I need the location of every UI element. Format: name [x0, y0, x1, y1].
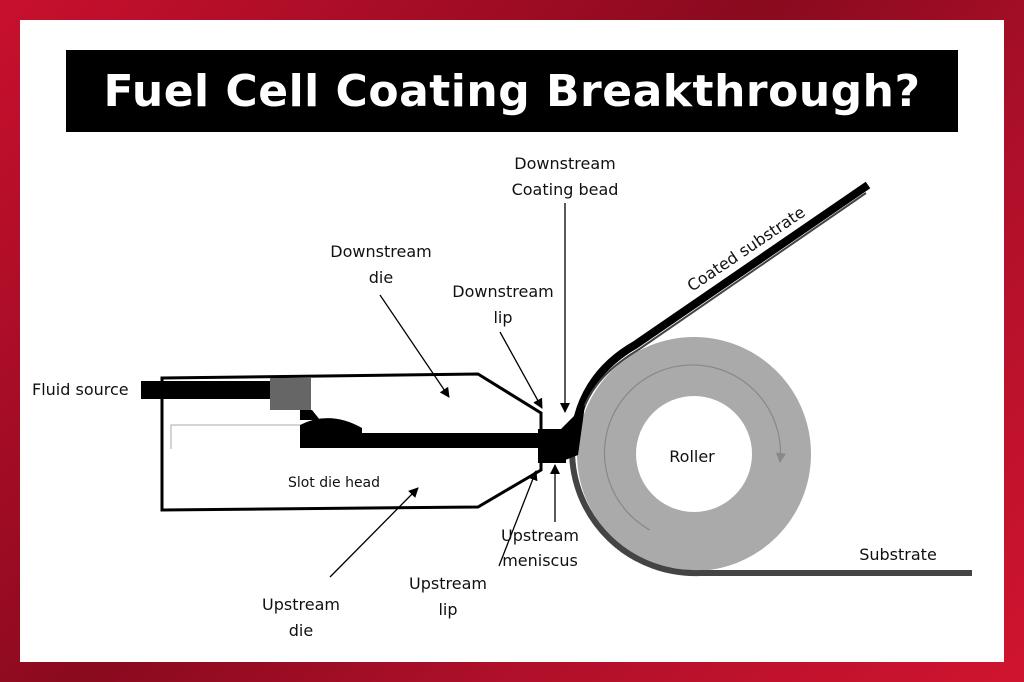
fluid-inlet-block — [270, 378, 311, 410]
fluid-source-pipe — [141, 381, 271, 399]
label-substrate: Substrate — [859, 545, 937, 564]
label-coated-substrate: Coated substrate — [684, 202, 809, 295]
fluid-cavity — [300, 418, 540, 448]
label-downstream-lip: Downstream — [452, 282, 553, 301]
label-upstream-die-2: die — [289, 621, 313, 640]
label-downstream-die: Downstream — [330, 242, 431, 261]
arrow-upstream-die — [329, 487, 419, 578]
label-downstream-coating-bead-2: Coating bead — [512, 180, 619, 199]
page-title: Fuel Cell Coating Breakthrough? — [103, 65, 921, 117]
arrow-upstream-lip — [498, 470, 538, 567]
arrow-downstream-die — [379, 294, 450, 398]
label-fluid-source: Fluid source — [32, 380, 129, 399]
slot-die-head — [141, 372, 585, 512]
substrate — [568, 449, 972, 577]
label-downstream-lip-2: lip — [493, 308, 512, 327]
arrow-downstream-lip — [499, 331, 543, 409]
label-upstream-meniscus-2: meniscus — [502, 551, 578, 570]
label-downstream-coating-bead: Downstream — [514, 154, 615, 173]
label-downstream-die-2: die — [369, 268, 393, 287]
label-roller: Roller — [669, 447, 715, 466]
label-upstream-meniscus: Upstream — [501, 526, 579, 545]
title-banner: Fuel Cell Coating Breakthrough? — [66, 50, 958, 132]
roller — [577, 337, 811, 571]
label-upstream-die: Upstream — [262, 595, 340, 614]
rotation-arrow — [603, 364, 786, 531]
label-upstream-lip-2: lip — [438, 600, 457, 619]
label-slot-die-head: Slot die head — [288, 475, 380, 491]
label-upstream-lip: Upstream — [409, 574, 487, 593]
